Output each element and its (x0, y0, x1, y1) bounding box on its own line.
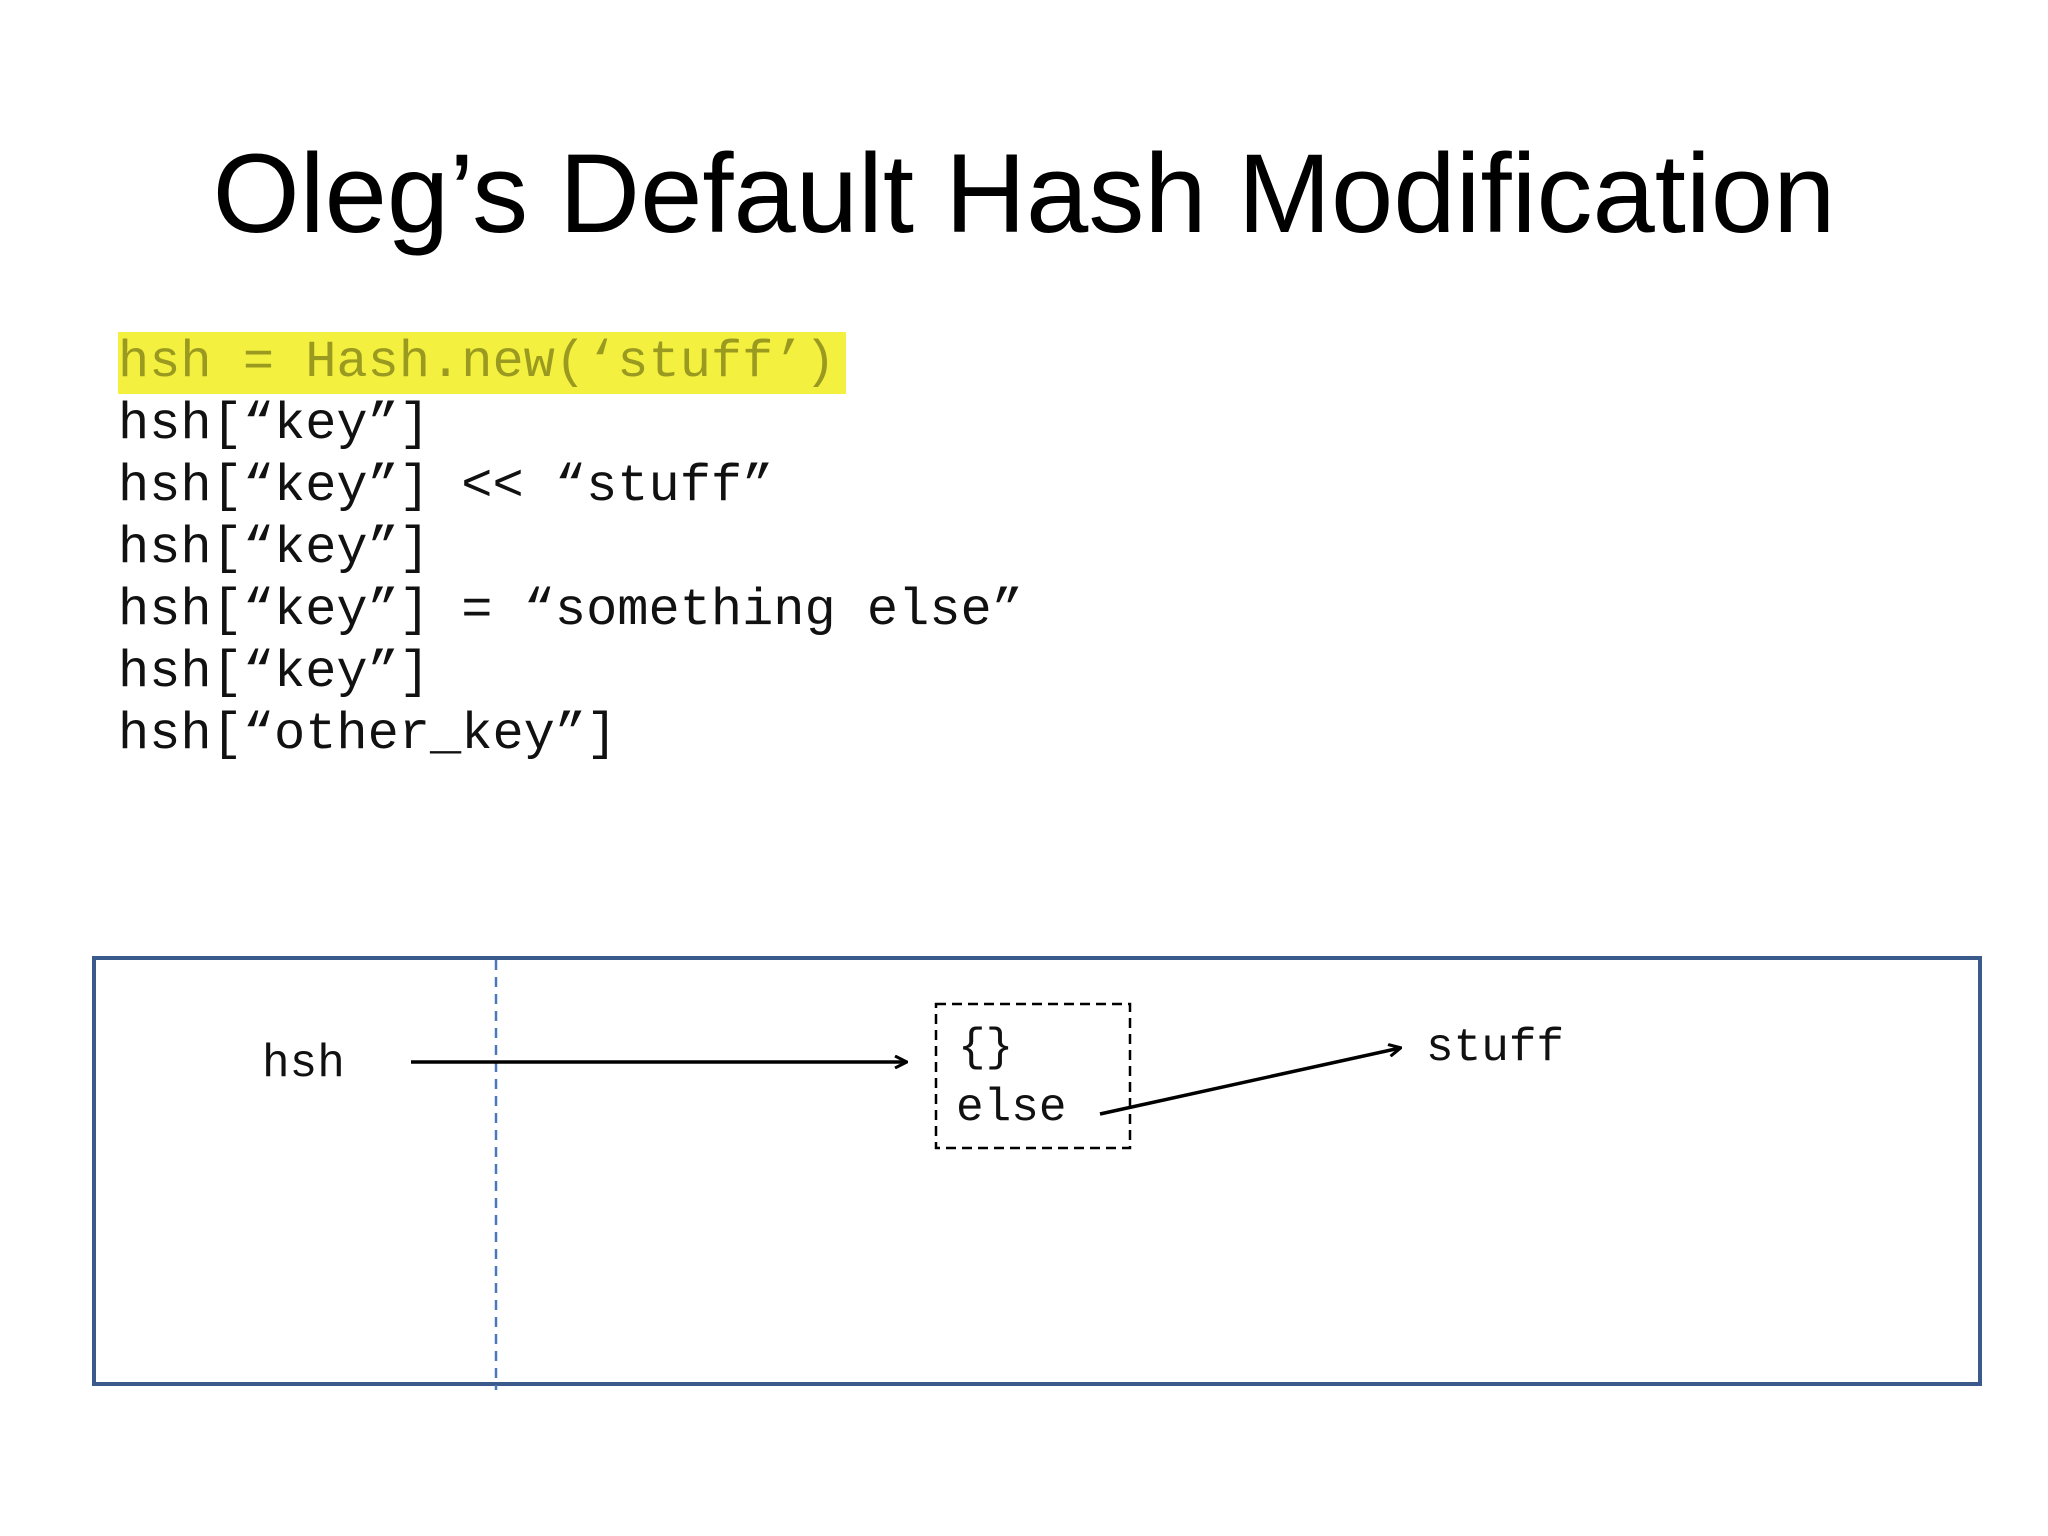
code-line-1: hsh = Hash.new(‘stuff’) (118, 332, 1023, 394)
default-value-label: stuff (1426, 1022, 1565, 1074)
hash-object-box (934, 1002, 1132, 1150)
code-line-7: hsh[“other_key”] (118, 705, 618, 764)
code-line-2: hsh[“key”] (118, 395, 431, 454)
memory-diagram: hsh {} else stuff (92, 956, 1982, 1390)
variable-label-hsh: hsh (262, 1038, 345, 1090)
diagram-graphics (411, 960, 1986, 1390)
code-line-3: hsh[“key”] << “stuff” (118, 457, 774, 516)
code-block: hsh = Hash.new(‘stuff’) hsh[“key”] hsh[“… (118, 332, 1023, 766)
slide-title: Oleg’s Default Hash Modification (212, 131, 1836, 256)
code-line-5: hsh[“key”] = “something else” (118, 581, 1023, 640)
hash-entry: else (956, 1082, 1067, 1134)
code-line-6: hsh[“key”] (118, 643, 431, 702)
default-value-arrow (1099, 1048, 1400, 1116)
highlighted-code: hsh = Hash.new(‘stuff’) (118, 332, 846, 394)
hash-literal: {} (958, 1022, 1014, 1074)
code-line-4: hsh[“key”] (118, 519, 431, 578)
